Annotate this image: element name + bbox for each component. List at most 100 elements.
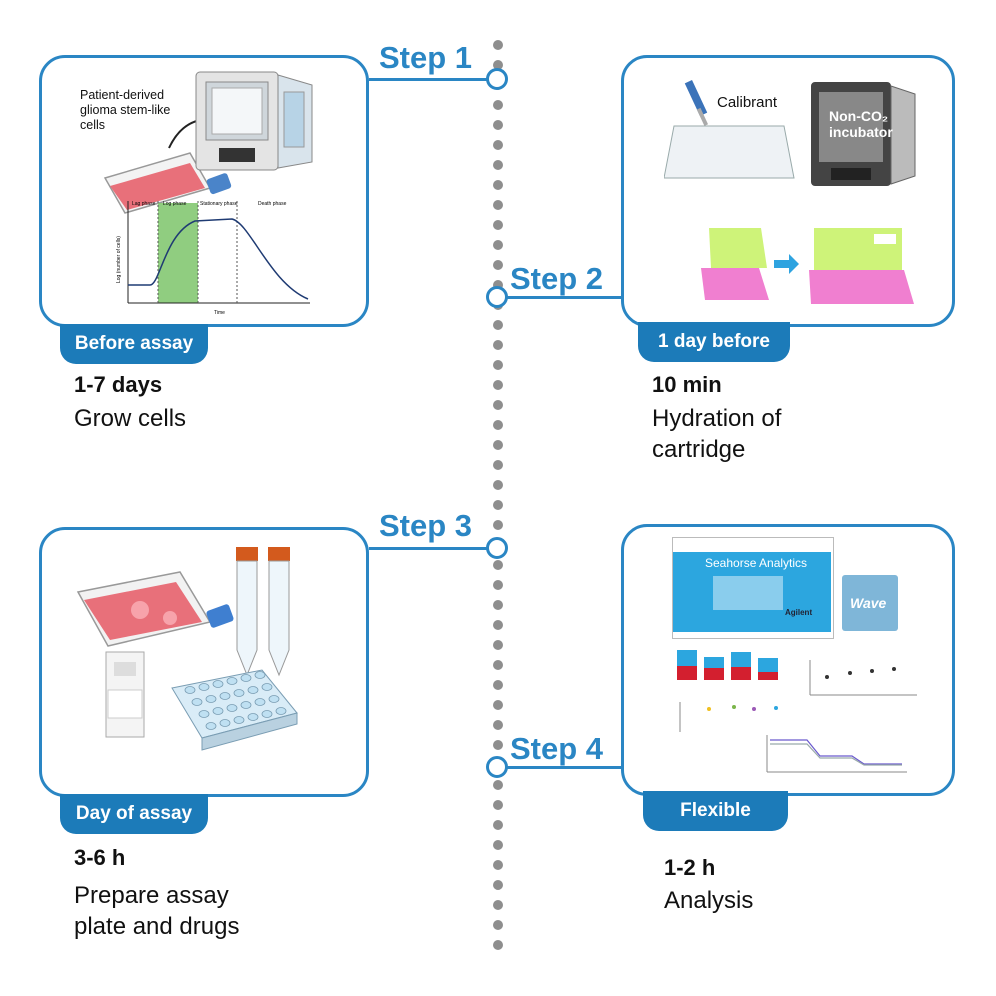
timeline-dot (493, 480, 503, 490)
step1-marker (486, 68, 508, 90)
step2-duration: 10 min (652, 372, 722, 397)
timeline-dot (493, 560, 503, 570)
step3-panel (39, 527, 369, 797)
scatter-thumbnail (809, 660, 917, 696)
timeline-dot (493, 860, 503, 870)
wave-logo: Wave (842, 575, 898, 631)
timeline-dot (493, 100, 503, 110)
plate-well (205, 722, 217, 730)
plate-well (219, 692, 231, 700)
timeline-dot (493, 500, 503, 510)
step4-label: Step 4 (510, 731, 604, 766)
timeline-dot (493, 200, 503, 210)
timeline-dot (493, 60, 503, 70)
incubator-illustration (195, 71, 313, 171)
calibrant-plate-illustration (664, 79, 795, 179)
plate-well (254, 698, 266, 706)
step3-tab: Day of assay (60, 794, 208, 834)
step2-label: Step 2 (510, 261, 604, 296)
timeline-dot (493, 220, 503, 230)
timeline-dot (493, 900, 503, 910)
step3-label: Step 3 (379, 508, 473, 543)
timeline-dot (493, 700, 503, 710)
step2-tab: 1 day before (638, 322, 790, 362)
step2-task: Hydration of cartridge (652, 405, 782, 463)
timeline-dot (493, 120, 503, 130)
plate-well (240, 674, 252, 682)
step4-tab: Flexible (643, 791, 788, 831)
step3-task: Prepare assay plate and drugs (74, 882, 240, 940)
cartridge-hydration-illustration (701, 228, 914, 304)
step2-marker (486, 286, 508, 308)
plate-well (212, 707, 224, 715)
timeline-dot (493, 440, 503, 450)
step4-connector (507, 766, 621, 769)
reagent-bottle-illustration (105, 651, 145, 738)
timeline-dot (493, 380, 503, 390)
timeline-dot (493, 580, 503, 590)
incubator-label: Non-CO₂ incubator (829, 108, 893, 140)
timeline-dot (493, 840, 503, 850)
step1-label: Step 1 (379, 40, 473, 75)
timeline-dot (493, 940, 503, 950)
plate-well (226, 704, 238, 712)
timeline-dot (493, 160, 503, 170)
timeline-dot (493, 660, 503, 670)
plate-well (205, 695, 217, 703)
plate-well (184, 686, 196, 694)
plate-well (233, 716, 245, 724)
timeline-dot (493, 920, 503, 930)
drug-tubes-illustration (236, 547, 290, 677)
timeline-dot (493, 260, 503, 270)
phase-label-lag: Lag phase (132, 201, 156, 207)
plate-well (247, 713, 259, 721)
timeline-dot (493, 680, 503, 690)
timeline-dot (493, 820, 503, 830)
timeline-dot (493, 360, 503, 370)
phase-label-stationary: Stationary phase (200, 201, 238, 207)
timeline-dot (493, 460, 503, 470)
plate-well (191, 698, 203, 706)
timeline-dot (493, 880, 503, 890)
step3-duration: 3-6 h (74, 845, 126, 870)
agilent-logo: Agilent (785, 608, 813, 617)
timeline-dot (493, 740, 503, 750)
step4-panel: Seahorse Analytics Agilent Wave (621, 524, 955, 796)
plate-well (261, 710, 273, 718)
assay-plate-illustration (171, 669, 298, 751)
step1-duration: 1-7 days (74, 372, 163, 397)
step3-connector (369, 547, 487, 550)
step1-connector (369, 78, 487, 81)
step1-tab: Before assay (60, 324, 208, 364)
plate-well (233, 689, 245, 697)
wave-logo-text: Wave (850, 595, 887, 611)
step2-connector (507, 296, 621, 299)
phase-label-log: Log phase (163, 201, 187, 207)
step4-task: Analysis (664, 887, 754, 914)
plate-well (261, 683, 273, 691)
timeline-dot (493, 780, 503, 790)
plate-well (275, 707, 287, 715)
step3-marker (486, 537, 508, 559)
plate-well (247, 686, 259, 694)
timeline-dot (493, 620, 503, 630)
timeline-dot (493, 280, 503, 290)
time-course-thumbnail (766, 735, 907, 773)
analytics-title: Seahorse Analytics (705, 556, 808, 570)
phase-label-death: Death phase (258, 201, 287, 207)
timeline-dot (493, 340, 503, 350)
plate-well (226, 677, 238, 685)
dot-plot-thumbnail (679, 702, 778, 732)
timeline-dot (493, 520, 503, 530)
plate-well (240, 701, 252, 709)
plate-well (268, 695, 280, 703)
growth-ylabel: Log (number of cells) (116, 236, 122, 283)
plate-well (219, 719, 231, 727)
timeline-dot (493, 40, 503, 50)
timeline-dot (493, 420, 503, 430)
step4-marker (486, 756, 508, 778)
plate-well (198, 710, 210, 718)
calibrant-label: Calibrant (717, 94, 778, 111)
growth-xlabel: Time (214, 310, 225, 316)
timeline-dot (493, 140, 503, 150)
